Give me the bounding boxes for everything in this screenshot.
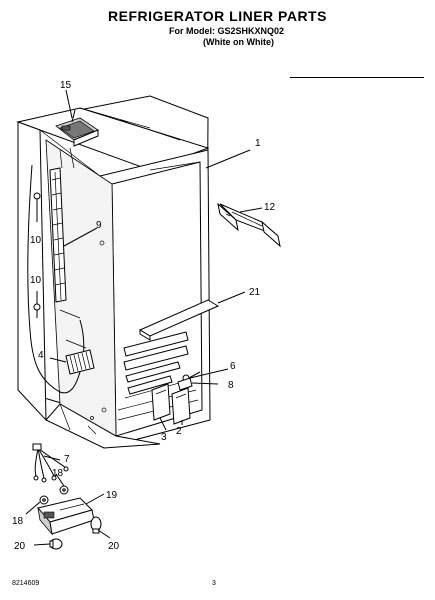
part-2-slide [171,387,191,425]
part-21-strip [138,291,246,341]
part-9-rail [49,167,67,303]
part-10-screw-upper [33,192,41,208]
callout-21: 21 [249,287,261,298]
callout-7: 7 [64,454,70,465]
model-variant: (White on White) [203,37,274,47]
callout-2: 2 [176,426,182,437]
callout-10-lower: 10 [30,275,42,286]
part-18-knob-left [39,495,49,505]
callout-12: 12 [264,202,276,213]
callout-labels: 1 2 3 4 6 7 8 9 10 10 12 15 18 18 19 20 … [12,80,276,552]
part-4-grille [65,349,95,375]
model-number: For Model: GS2SHKXNQ02 [169,26,285,36]
callout-9: 9 [96,220,102,231]
part-12-bracket [217,202,281,248]
part-8-clip [177,377,219,391]
part-3-slide [151,383,171,421]
part-19-light-housing [37,497,95,536]
header-rule [290,77,424,78]
diagram-part-number: 8214609 [12,580,40,587]
shelf-supports [123,331,189,395]
part-18-knob-top [59,485,69,495]
callout-15: 15 [60,80,72,91]
callout-18-left: 18 [12,516,24,527]
part-20-bulb-left [49,538,63,550]
callout-20-left: 20 [14,541,26,552]
callout-19: 19 [106,490,118,501]
page-title: REFRIGERATOR LINER PARTS [108,8,327,24]
callout-10-upper: 10 [30,235,42,246]
callout-6: 6 [230,361,236,372]
part-15-housing [55,109,99,147]
leader-lines [25,89,263,546]
callout-4: 4 [38,350,44,361]
part-7-wire-connector [32,443,69,483]
callout-1: 1 [255,138,261,149]
part-20-bulb-right [90,516,102,534]
callout-18-top: 18 [52,468,64,479]
callout-20-right: 20 [108,541,120,552]
callout-8: 8 [228,380,234,391]
page-number: 3 [212,580,216,587]
callout-3: 3 [161,432,167,443]
